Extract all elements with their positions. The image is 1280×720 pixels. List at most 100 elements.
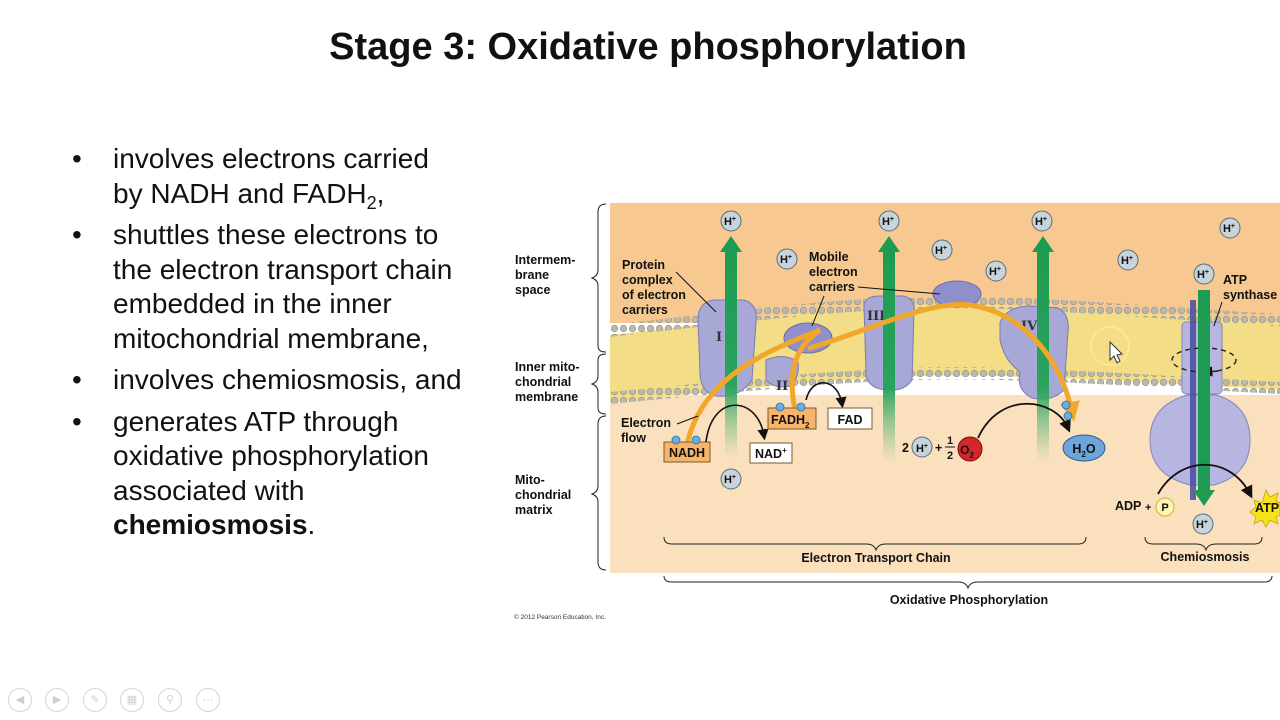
complex-label-iii: III: [867, 309, 885, 324]
bullet-bold-text: chemiosmosis: [113, 509, 308, 540]
label-line: electron: [809, 265, 858, 279]
subscript: 2: [366, 192, 377, 213]
proton-label: H+: [724, 216, 736, 228]
label-line: Protein: [622, 258, 665, 272]
fraction-numerator: 1: [947, 435, 953, 447]
label-line: chondrial: [515, 375, 571, 389]
chemiosmosis-label: Chemiosmosis: [1161, 550, 1250, 564]
etc-label: Electron Transport Chain: [801, 551, 950, 565]
proton-label: H+: [882, 216, 894, 228]
bracket-chemiosmosis: Chemiosmosis: [1144, 536, 1263, 564]
callout-mobile-carriers: Mobile electron carriers: [809, 250, 941, 327]
fadh2-molecule: FADH2: [767, 402, 817, 430]
nadh-molecule: NADH: [663, 435, 711, 463]
previous-icon[interactable]: ◀: [8, 688, 32, 712]
proton-ion: [878, 210, 900, 232]
oxygen-reduction-equation: 2 H+ + 1 2 O2: [902, 435, 983, 462]
proton-ions: H+ H+ H+ H+ H+ H+ H+ H+ H+ H+ H+: [720, 210, 1241, 535]
bullet-item: shuttles these electrons to the electron…: [72, 218, 453, 356]
bullet-text: involves electrons carried: [113, 143, 429, 174]
label-line: ATP: [1223, 273, 1247, 287]
mouse-pointer: [1090, 326, 1130, 366]
more-options-icon[interactable]: ⋯: [196, 688, 220, 712]
region-braces: [590, 203, 607, 571]
proton-ion: [720, 210, 742, 232]
region-label-matrix: Mito- chondrial matrix: [515, 473, 571, 517]
label-line: complex: [622, 273, 673, 287]
label-line: space: [515, 283, 550, 297]
nadh-label: NADH: [669, 446, 705, 460]
proton-label: H+: [1197, 269, 1209, 281]
proton-label: H+: [1035, 216, 1047, 228]
fadh2-label: FADH2: [771, 413, 810, 430]
electron-flow-path: [685, 301, 1072, 443]
fad-label: FAD: [838, 413, 863, 427]
nad-label: NAD+: [755, 446, 787, 461]
bracket-etc: Electron Transport Chain: [663, 536, 1087, 565]
label-line: Inner mito-: [515, 360, 580, 374]
zoom-icon[interactable]: ⚲: [158, 688, 182, 712]
plus-label: +: [935, 441, 942, 455]
proton-ion: [1031, 210, 1053, 232]
copyright-note: © 2012 Pearson Education, Inc.: [514, 613, 606, 621]
proton-ion: [776, 248, 798, 270]
proton-ion: [1219, 217, 1241, 239]
phosphate-label: P: [1161, 502, 1168, 514]
bullet-text: shuttles these electrons to the electron…: [113, 219, 453, 354]
complex-label-ii: II: [776, 379, 788, 394]
proton-ion: [720, 468, 742, 490]
slides-grid-icon[interactable]: ▦: [120, 688, 144, 712]
proton-label: H+: [916, 443, 928, 455]
pen-icon[interactable]: ✎: [83, 688, 107, 712]
oxygen-label: O2: [960, 443, 974, 460]
proton-label: H+: [1196, 519, 1208, 531]
proton-ion: [1192, 513, 1214, 535]
water-molecule: H2O: [1061, 400, 1106, 462]
bullet-text: generates ATP through oxidative phosphor…: [113, 405, 429, 506]
proton-ion: [1117, 249, 1139, 271]
proton-label: H+: [780, 254, 792, 266]
label-line: of electron: [622, 288, 686, 302]
coefficient-label: 2: [902, 441, 909, 455]
proton-ion: [985, 260, 1007, 282]
label-line: Intermem-: [515, 253, 575, 267]
atp-synthesis: ADP + P ATP: [1115, 463, 1280, 528]
label-line: brane: [515, 268, 549, 282]
proton-ion: [1193, 263, 1215, 285]
water-formation-arrow: [977, 402, 1071, 439]
fraction-denominator: 2: [947, 450, 953, 462]
oxphos-label: Oxidative Phosphorylation: [890, 593, 1048, 607]
plus-label: +: [1145, 502, 1151, 514]
callout-protein-complex: Protein complex of electron carriers: [622, 258, 717, 317]
callout-atp-synthase: ATP synthase: [1213, 273, 1277, 327]
callout-electron-flow: Electron flow: [621, 415, 699, 445]
label-line: carriers: [622, 303, 668, 317]
nadh-oxidation-arrow: [705, 404, 769, 443]
bullet-item: generates ATP through oxidative phosphor…: [72, 405, 492, 543]
slide-title: Stage 3: Oxidative phosphorylation: [329, 26, 967, 68]
proton-label: H+: [1223, 223, 1235, 235]
proton-pump-arrows: [720, 236, 1215, 506]
proton-ion: [931, 239, 953, 261]
proton-label: H+: [935, 245, 947, 257]
label-line: Mito-: [515, 473, 545, 487]
bullet-text: ,: [376, 177, 385, 209]
label-line: chondrial: [515, 488, 571, 502]
complex-label-i: I: [716, 330, 722, 345]
label-line: Mobile: [809, 250, 849, 264]
bullet-item: involves electrons carried by NADH and F…: [72, 142, 492, 213]
bullet-text: .: [307, 509, 316, 540]
proton-label: H+: [989, 266, 1001, 278]
bullet-text: involves chemiosmosis, and: [113, 364, 462, 395]
proton-label: H+: [724, 474, 736, 486]
bullet-text: by NADH and FADH: [113, 177, 367, 209]
adp-label: ADP: [1115, 499, 1141, 513]
nad-molecule: NAD+: [749, 442, 793, 464]
fad-molecule: FAD: [827, 407, 873, 430]
next-icon[interactable]: ▶: [45, 688, 69, 712]
label-line: membrane: [515, 390, 578, 404]
label-line: flow: [621, 431, 646, 445]
bullet-item: involves chemiosmosis, and: [72, 363, 473, 398]
fadh2-oxidation-arrow: [805, 382, 847, 409]
